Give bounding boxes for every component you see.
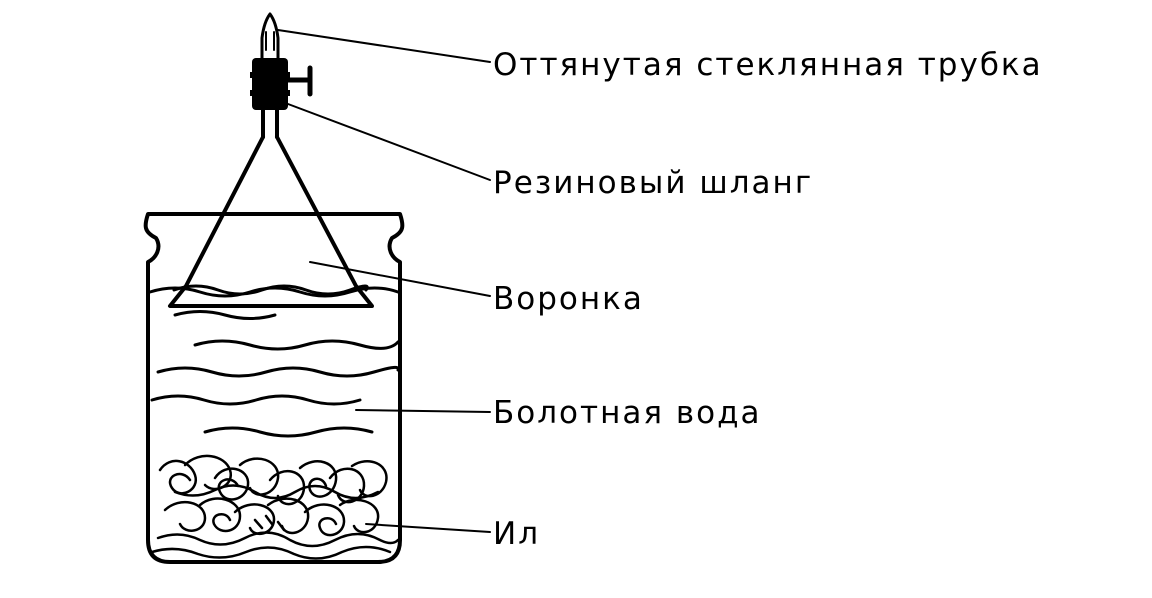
label-glass-tube: Оттянутая стеклянная трубка — [493, 47, 1043, 83]
label-silt: Ил — [493, 516, 541, 552]
water-waves — [150, 310, 400, 438]
rubber-hose — [252, 58, 288, 110]
leader-lines — [277, 29, 491, 533]
silt-layer — [150, 454, 400, 560]
label-rubber-hose: Резиновый шланг — [493, 165, 814, 201]
label-swamp-water: Болотная вода — [493, 395, 762, 431]
label-funnel: Воронка — [493, 281, 644, 317]
funnel-water-line — [172, 284, 369, 296]
glass-tube — [260, 12, 280, 60]
funnel — [168, 135, 374, 308]
funnel-neck — [261, 106, 279, 139]
jar — [143, 212, 405, 564]
